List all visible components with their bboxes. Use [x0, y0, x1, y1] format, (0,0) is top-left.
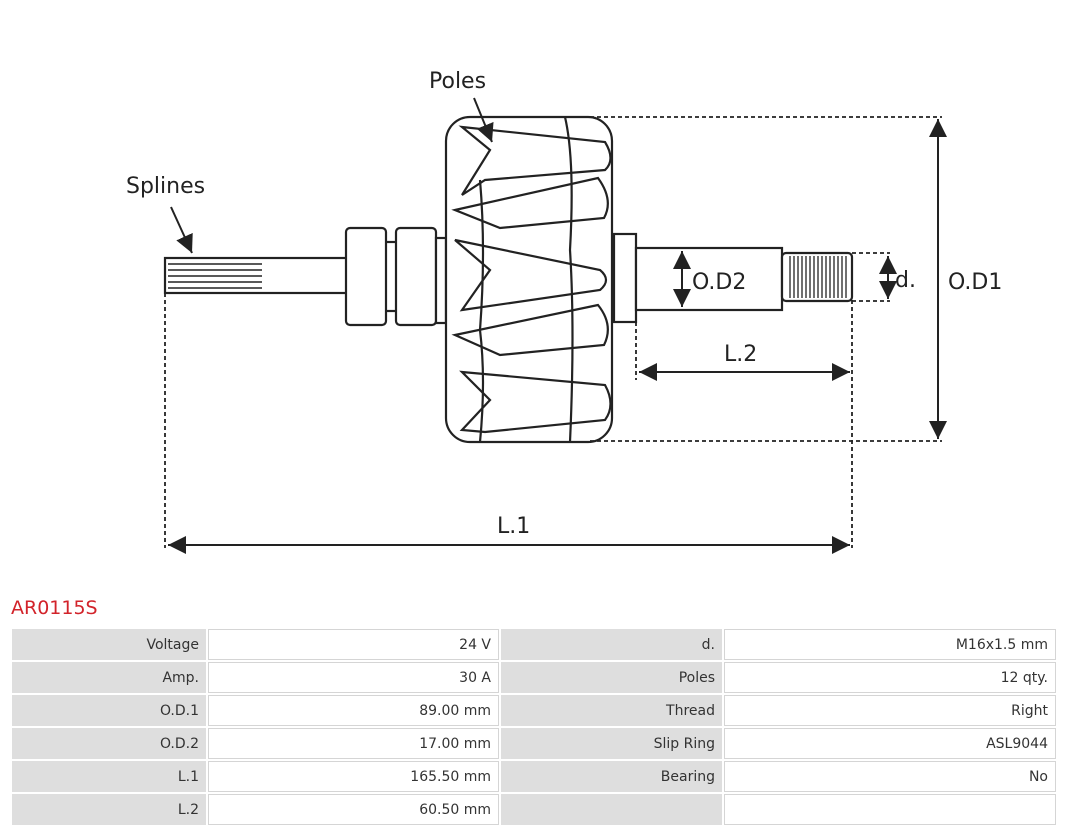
spec-key: L.1: [12, 761, 206, 792]
right-collar: [612, 232, 638, 324]
table-row: Voltage 24 V d. M16x1.5 mm: [12, 629, 1056, 660]
od1-label: O.D1: [948, 270, 1002, 295]
spec-value: [724, 794, 1056, 825]
spec-key: [501, 794, 722, 825]
table-row: L.2 60.50 mm: [12, 794, 1056, 825]
spec-value: 12 qty.: [724, 662, 1056, 693]
splines: [168, 263, 262, 289]
table-row: O.D.1 89.00 mm Thread Right: [12, 695, 1056, 726]
d-label: d.: [895, 268, 916, 293]
spec-value: Right: [724, 695, 1056, 726]
spec-key: Bearing: [501, 761, 722, 792]
left-collar-2: [394, 226, 438, 327]
l2-label: L.2: [724, 342, 757, 367]
spec-key: L.2: [12, 794, 206, 825]
spec-key: O.D.2: [12, 728, 206, 759]
spec-key: Poles: [501, 662, 722, 693]
spec-key: Slip Ring: [501, 728, 722, 759]
rotor-diagram: Poles Splines O.D2 d. O.D1 L.2 L.1: [126, 69, 1002, 554]
spec-value: 165.50 mm: [208, 761, 499, 792]
thread-lines: [789, 256, 847, 298]
spec-value: 17.00 mm: [208, 728, 499, 759]
spec-value: ASL9044: [724, 728, 1056, 759]
l1-label: L.1: [497, 514, 530, 539]
spec-value: M16x1.5 mm: [724, 629, 1056, 660]
spec-value: 24 V: [208, 629, 499, 660]
product-code: AR0115S: [11, 597, 98, 619]
spec-value: 60.50 mm: [208, 794, 499, 825]
rotor-poles: [444, 115, 614, 444]
table-row: O.D.2 17.00 mm Slip Ring ASL9044: [12, 728, 1056, 759]
left-collar-1: [344, 226, 388, 327]
splines-label: Splines: [126, 174, 205, 199]
spec-key: Thread: [501, 695, 722, 726]
spec-value: 89.00 mm: [208, 695, 499, 726]
spec-key: Amp.: [12, 662, 206, 693]
extension-lines: [164, 116, 942, 548]
od2-label: O.D2: [692, 270, 746, 295]
spec-key: Voltage: [12, 629, 206, 660]
spec-value: 30 A: [208, 662, 499, 693]
poles-label: Poles: [429, 69, 486, 94]
spec-key: O.D.1: [12, 695, 206, 726]
specs-table: Voltage 24 V d. M16x1.5 mm Amp. 30 A Pol…: [10, 627, 1058, 827]
right-shaft: [634, 246, 784, 312]
table-row: Amp. 30 A Poles 12 qty.: [12, 662, 1056, 693]
spec-value: No: [724, 761, 1056, 792]
dimension-arrows: [168, 97, 947, 554]
table-row: L.1 165.50 mm Bearing No: [12, 761, 1056, 792]
spec-key: d.: [501, 629, 722, 660]
